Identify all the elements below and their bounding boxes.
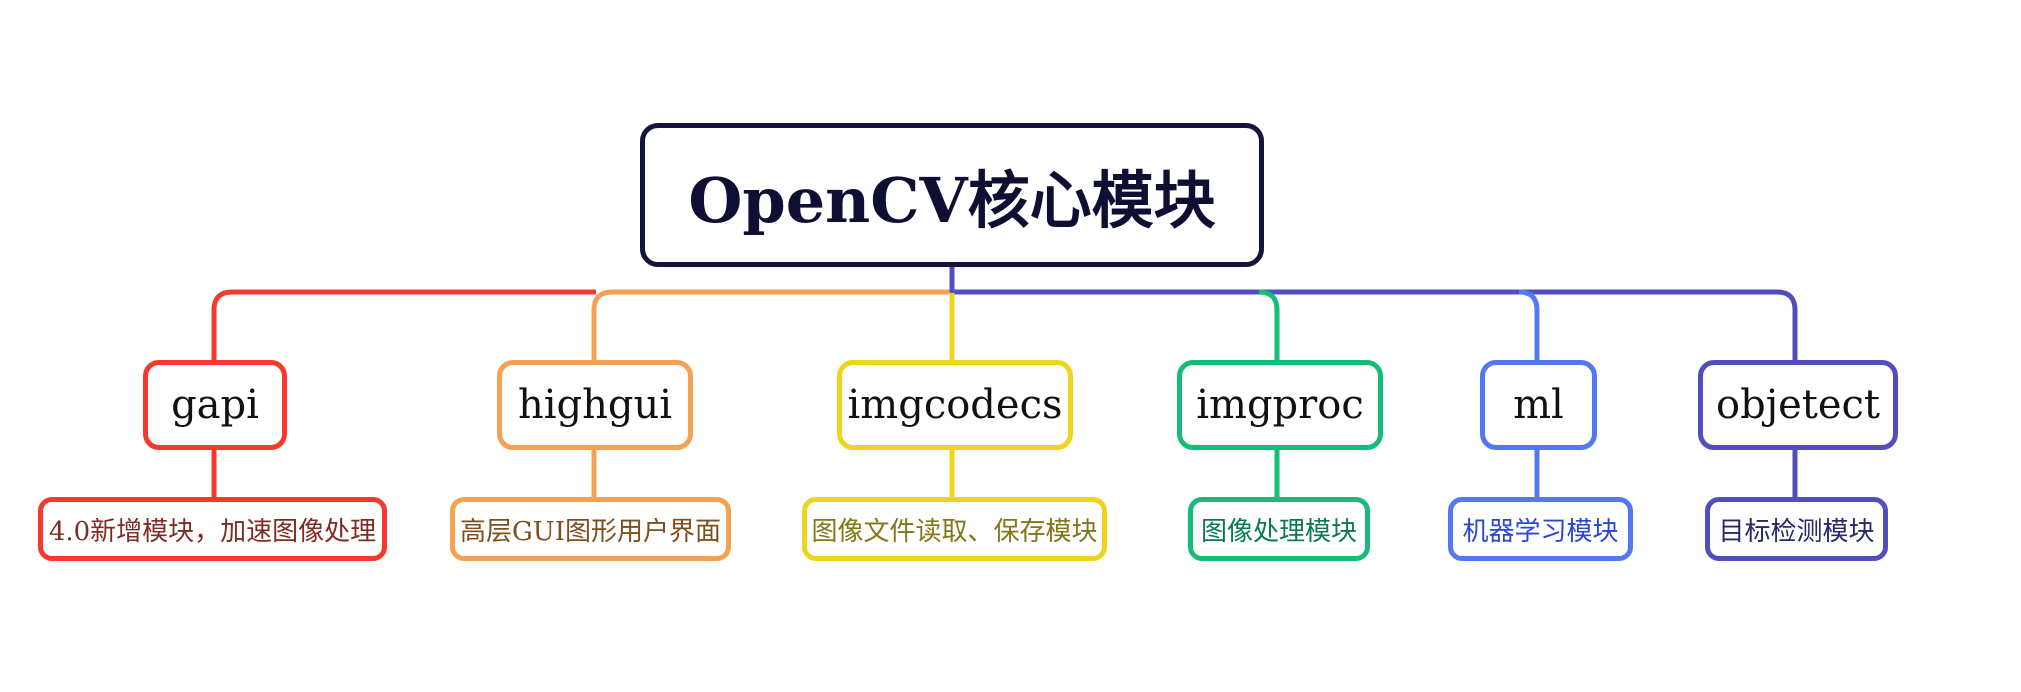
node-ml[interactable]: ml <box>1480 360 1597 450</box>
root-node-label: OpenCV核心模块 <box>688 164 1216 237</box>
note-objetect[interactable]: 目标检测模块 <box>1705 497 1888 561</box>
node-imgproc[interactable]: imgproc <box>1177 360 1383 450</box>
node-objetect[interactable]: objetect <box>1698 360 1898 450</box>
note-imgproc-text: 图像处理模块 <box>1200 516 1357 547</box>
note-ml-text: 机器学习模块 <box>1462 516 1619 547</box>
node-highgui[interactable]: highgui <box>497 360 693 450</box>
note-gapi[interactable]: 4.0新增模块，加速图像处理 <box>38 497 387 561</box>
node-highgui-label: highgui <box>517 382 673 428</box>
branch-line-objetect <box>949 266 1798 499</box>
note-imgcodecs-text: 图像文件读取、保存模块 <box>811 516 1098 547</box>
node-imgproc-label: imgproc <box>1196 382 1364 428</box>
note-imgcodecs[interactable]: 图像文件读取、保存模块 <box>802 497 1107 561</box>
node-gapi[interactable]: gapi <box>143 360 287 450</box>
node-imgcodecs-label: imgcodecs <box>847 382 1063 428</box>
node-gapi-label: gapi <box>171 382 259 428</box>
node-imgcodecs[interactable]: imgcodecs <box>837 360 1073 450</box>
branch-line-highgui <box>591 289 954 499</box>
note-objetect-text: 目标检测模块 <box>1718 516 1875 547</box>
branch-line-gapi <box>211 289 596 499</box>
note-imgproc[interactable]: 图像处理模块 <box>1188 497 1370 561</box>
note-highgui[interactable]: 高层GUI图形用户界面 <box>450 497 731 561</box>
note-gapi-text: 4.0新增模块，加速图像处理 <box>48 516 377 547</box>
branch-line-ml <box>1518 289 1540 499</box>
node-objetect-label: objetect <box>1716 382 1880 428</box>
note-ml[interactable]: 机器学习模块 <box>1448 497 1633 561</box>
root-node[interactable]: OpenCV核心模块 <box>640 123 1264 267</box>
note-highgui-text: 高层GUI图形用户界面 <box>460 516 721 547</box>
node-ml-label: ml <box>1513 382 1564 428</box>
branch-line-imgproc <box>1258 289 1280 499</box>
